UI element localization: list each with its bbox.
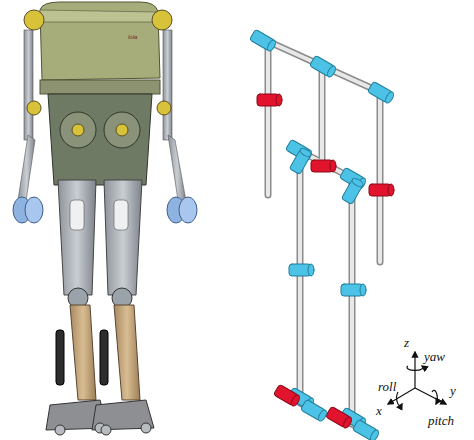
joint-cylinder — [309, 55, 337, 78]
brand-label: lola — [128, 34, 137, 40]
joint-cylinder — [289, 147, 312, 175]
kinematic-schematic — [249, 29, 395, 440]
axis-label: x — [376, 404, 382, 417]
cad-render — [13, 2, 197, 435]
joint-cylinder — [249, 29, 277, 52]
axis-label: pitch — [428, 414, 454, 427]
joint-cylinder — [325, 406, 353, 429]
axis-label: z — [404, 336, 409, 349]
joint-cylinder — [352, 419, 380, 440]
axis-label: y — [450, 384, 456, 397]
axis-label: roll — [378, 380, 396, 393]
joint-cylinder — [273, 384, 301, 407]
joint-cylinder — [341, 177, 364, 205]
joint-cylinder — [257, 94, 282, 106]
joint-cylinder — [369, 184, 394, 196]
axis-label: yaw — [424, 350, 445, 363]
joint-cylinder — [367, 81, 395, 104]
joint-cylinder — [300, 399, 328, 422]
joint-cylinder — [289, 264, 314, 276]
joint-cylinder — [311, 160, 336, 172]
joint-cylinder — [341, 284, 366, 296]
